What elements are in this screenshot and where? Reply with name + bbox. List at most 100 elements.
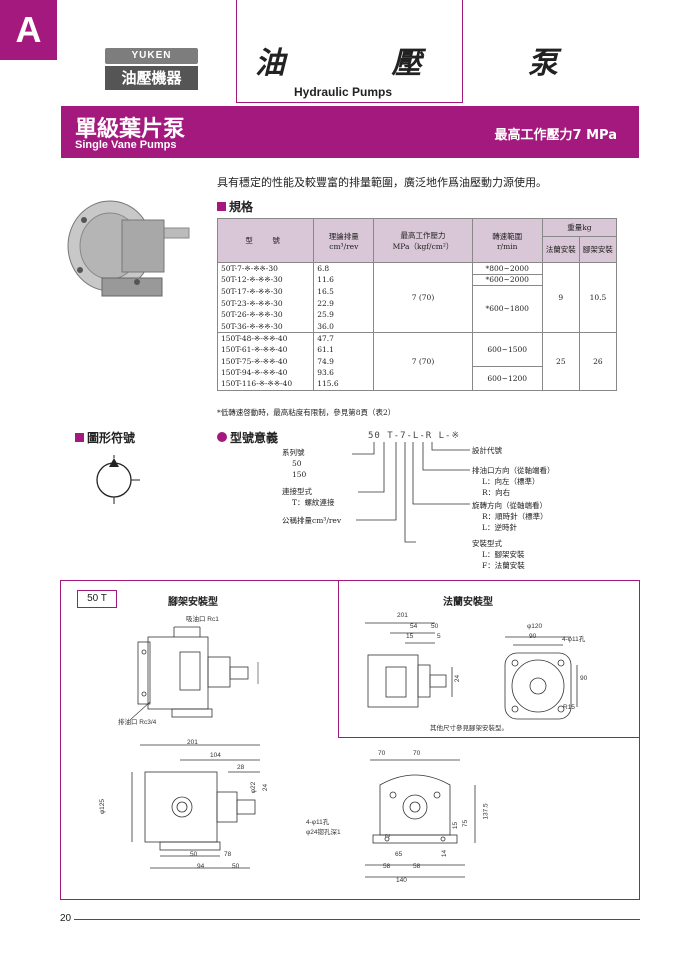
- drawing-frame: [60, 580, 640, 900]
- dim-75: 75: [462, 819, 470, 828]
- dim-14: 14: [441, 849, 449, 858]
- pump-photo: [67, 200, 190, 297]
- divider: [236, 0, 237, 102]
- spec-heading: 規格: [217, 198, 253, 215]
- spec-note: *低轉速啓動時，最高粘度有限制，參見第8頁（表2）: [217, 408, 396, 417]
- page-title: 油 壓 泵: [255, 46, 606, 81]
- mc-right-6: L：逆時針: [482, 523, 517, 532]
- mc-left-0: 系列號: [282, 448, 305, 457]
- dim-flange-90a: 90: [529, 633, 537, 640]
- model-code-leaders: [352, 442, 470, 543]
- mc-left-1: 50: [292, 459, 302, 468]
- dim-flange-50: 50: [431, 623, 439, 630]
- dim-24: 24: [262, 783, 270, 792]
- dim-140: 140: [396, 877, 407, 884]
- dim-94: 94: [197, 863, 205, 870]
- dim-65: 65: [395, 851, 403, 858]
- hdr-model: 型 號: [216, 218, 315, 263]
- drawing-model-tag: 50 T: [77, 590, 117, 608]
- square-bullet-icon: [217, 202, 226, 211]
- dim-flange-r15: R15: [563, 704, 575, 711]
- band-title: 單級葉片泵: [75, 117, 186, 142]
- flange-side-drawing: [365, 622, 453, 708]
- counterbore-label: φ24锪孔深1: [306, 829, 341, 836]
- flange-box: [338, 580, 640, 738]
- dim-50: 50: [190, 851, 198, 858]
- mc-left-3: 連接型式: [282, 487, 312, 496]
- dim-phi125: φ125: [99, 798, 107, 815]
- dim-70a: 70: [378, 750, 386, 757]
- foot-mount-drawing: [129, 626, 259, 721]
- dim-104: 104: [210, 752, 221, 759]
- dim-201: 201: [187, 739, 198, 746]
- dim-70b: 70: [413, 750, 421, 757]
- mc-right-2: L：向左（標準）: [482, 477, 540, 486]
- dim-15: 15: [452, 821, 460, 830]
- dim-flange-120: φ120: [527, 623, 543, 630]
- suction-port-label: 吸油口 Rc1: [186, 616, 219, 623]
- holes-label: 4-φ11孔: [306, 819, 330, 826]
- dim-flange-96: 24: [454, 674, 462, 683]
- hdr-flange: 法蘭安裝: [541, 236, 580, 263]
- mc-left-2: 150: [292, 470, 307, 479]
- pump-symbol-icon: [96, 455, 140, 504]
- intro-text: 具有穩定的性能及較豐富的排量範圍，廣泛地作爲油壓動力源使用。: [217, 176, 547, 189]
- dim-flange-54: 54: [410, 623, 418, 630]
- mc-left-4: T：螺紋連接: [292, 498, 335, 507]
- mc-right-0: 設計代號: [472, 446, 502, 455]
- foot-mount-title: 腳架安裝型: [168, 597, 218, 608]
- dim-50b: 50: [232, 863, 240, 870]
- hdr-weight: 重量kg: [541, 218, 618, 237]
- dim-58a: 58: [383, 863, 391, 870]
- dim-2: 2: [384, 833, 392, 838]
- bottom-front-drawing: [365, 759, 476, 878]
- flange-holes-label: 4-φ11孔: [562, 636, 586, 643]
- mc-right-5: R：順時針（標準）: [482, 512, 548, 521]
- dim-28: 28: [237, 764, 245, 771]
- discharge-port-label: 排油口 Rc3/4: [118, 719, 157, 726]
- mc-right-1: 排油口方向（從軸端看）: [472, 466, 555, 475]
- mc-left-5: 公稱排量cm³/rev: [282, 516, 342, 525]
- model-code: 50 T-7-L-R L-※: [368, 431, 460, 441]
- symbol-heading: 圖形符號: [75, 429, 135, 446]
- dim-flange-5: 5: [437, 633, 441, 640]
- flange-note: 其他尺寸參見腳架安裝型。: [430, 725, 508, 732]
- dim-flange-201: 201: [397, 612, 408, 619]
- dim-flange-90b: 90: [580, 675, 588, 682]
- dim-137-5: 137.5: [482, 803, 490, 820]
- flange-mount-title: 法蘭安裝型: [443, 597, 493, 608]
- mc-right-7: 安裝型式: [472, 539, 502, 548]
- section-band: 單級葉片泵 Single Vane Pumps 最高工作壓力7 MPa: [61, 106, 639, 158]
- flange-front-drawing: [504, 636, 578, 720]
- dim-78: 78: [224, 851, 232, 858]
- divider: [462, 0, 463, 102]
- section-badge: A: [0, 0, 57, 60]
- page-number: 20: [60, 913, 72, 924]
- bottom-side-drawing: [131, 744, 260, 869]
- footer-rule: [74, 919, 640, 920]
- hdr-foot: 腳架安裝: [578, 236, 618, 263]
- logo-bottom: 油壓機器: [105, 66, 198, 90]
- square-bullet-icon: [75, 433, 84, 442]
- model-code-heading: 型號意義: [217, 429, 278, 446]
- mc-right-3: R：向右: [482, 488, 511, 497]
- band-subtitle: Single Vane Pumps: [75, 139, 177, 151]
- mc-right-4: 旋轉方向（從軸端看）: [472, 501, 547, 510]
- divider: [236, 102, 463, 103]
- circle-bullet-icon: [217, 432, 227, 442]
- dim-phi22: φ22: [250, 781, 258, 794]
